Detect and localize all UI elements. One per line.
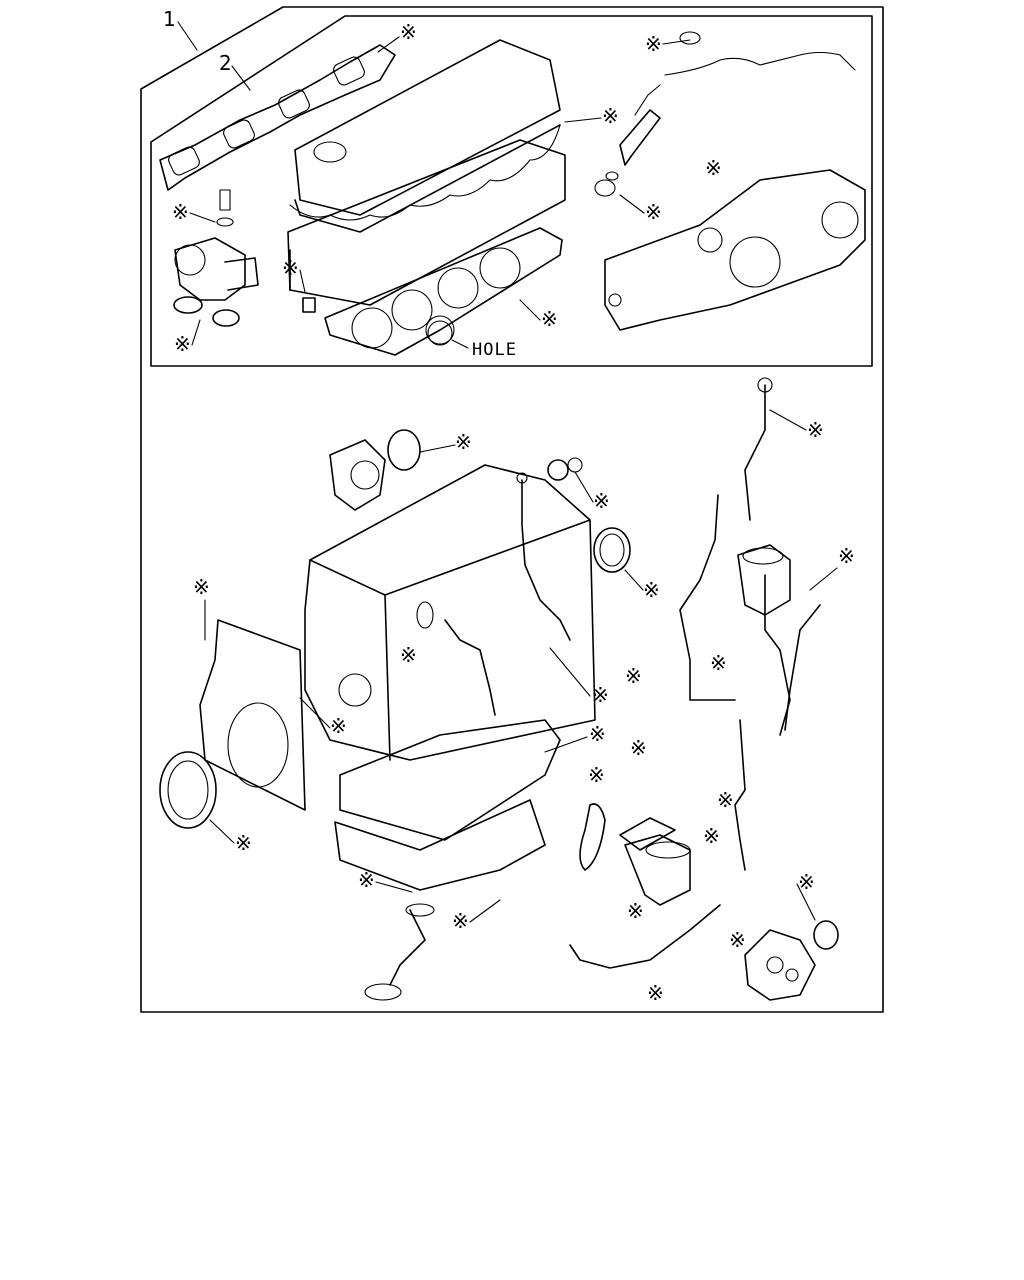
mark-leaders xyxy=(189,36,838,923)
cylinder-block xyxy=(304,464,596,761)
item1-leader xyxy=(177,21,198,51)
kit-part-mark: ※ xyxy=(452,909,469,933)
kit-part-mark: ※ xyxy=(593,489,610,513)
kit-part-mark: ※ xyxy=(705,156,722,180)
cylinder-head xyxy=(287,139,566,306)
kit-part-mark: ※ xyxy=(838,544,855,568)
pump-o-ring xyxy=(813,920,839,950)
kit-part-mark: ※ xyxy=(625,664,642,688)
oil-strainer xyxy=(364,903,435,1001)
kit-part-mark: ※ xyxy=(358,868,375,892)
injection-pipes xyxy=(569,604,821,969)
kit-part-mark: ※ xyxy=(235,831,252,855)
oil-filter xyxy=(619,817,691,906)
item-number-1: 1 xyxy=(163,7,176,31)
thermostat-housing xyxy=(173,189,259,327)
fuel-pipes xyxy=(679,377,791,736)
intake-manifold xyxy=(604,169,866,331)
kit-part-mark: ※ xyxy=(703,824,720,848)
kit-part-mark: ※ xyxy=(602,104,619,128)
kit-part-mark: ※ xyxy=(193,575,210,599)
kit-part-mark: ※ xyxy=(172,200,189,224)
head-gasket xyxy=(324,227,563,356)
timing-gear-assembly xyxy=(329,429,421,511)
cylinder-head-cover xyxy=(289,39,561,233)
kit-part-mark: ※ xyxy=(589,722,606,746)
injector-and-leak-off-pipe xyxy=(594,31,856,197)
plug xyxy=(302,297,316,313)
oil-pipe xyxy=(416,601,496,716)
rear-oil-seal xyxy=(159,751,217,829)
kit-part-mark: ※ xyxy=(643,578,660,602)
kit-part-mark: ※ xyxy=(627,899,644,923)
kit-part-mark: ※ xyxy=(330,714,347,738)
hole-detail-circle xyxy=(425,315,455,345)
subkit-inner-frame xyxy=(150,15,873,367)
kit-part-mark: ※ xyxy=(455,430,472,454)
oil-pan xyxy=(334,719,561,891)
exhaust-manifold-gasket xyxy=(159,44,396,191)
kit-part-mark: ※ xyxy=(282,256,299,280)
hole-label: HOLE xyxy=(472,340,517,360)
dipstick-tube xyxy=(516,472,571,641)
kit-part-mark: ※ xyxy=(717,788,734,812)
kit-part-mark: ※ xyxy=(592,683,609,707)
kit-part-mark: ※ xyxy=(807,418,824,442)
kit-part-mark: ※ xyxy=(647,981,664,1005)
kit-part-mark: ※ xyxy=(400,643,417,667)
idler-gear xyxy=(547,457,583,481)
front-oil-seal xyxy=(593,527,631,573)
oil-cooler-gasket xyxy=(579,803,606,871)
kit-part-mark: ※ xyxy=(645,200,662,224)
kit-part-mark: ※ xyxy=(798,870,815,894)
fuel-filter xyxy=(737,544,791,616)
kit-part-mark: ※ xyxy=(174,332,191,356)
kit-part-mark: ※ xyxy=(400,20,417,44)
kit-part-mark: ※ xyxy=(541,307,558,331)
item-number-2: 2 xyxy=(219,51,232,75)
hole-leader xyxy=(451,339,469,349)
flywheel-housing-plate xyxy=(199,619,306,811)
kit-outer-frame xyxy=(140,6,884,1013)
kit-part-marks: ※ ※ ※ ※ ※ ※ ※ ※ ※ ※ ※ ※ ※ ※ ※ ※ ※ ※ ※ ※ … xyxy=(172,20,855,1005)
kit-part-mark: ※ xyxy=(588,763,605,787)
kit-part-mark: ※ xyxy=(729,928,746,952)
kit-part-mark: ※ xyxy=(645,32,662,56)
fuel-injection-pump xyxy=(744,929,816,1001)
kit-part-mark: ※ xyxy=(710,651,727,675)
kit-part-mark: ※ xyxy=(630,736,647,760)
item2-leader xyxy=(231,65,251,91)
